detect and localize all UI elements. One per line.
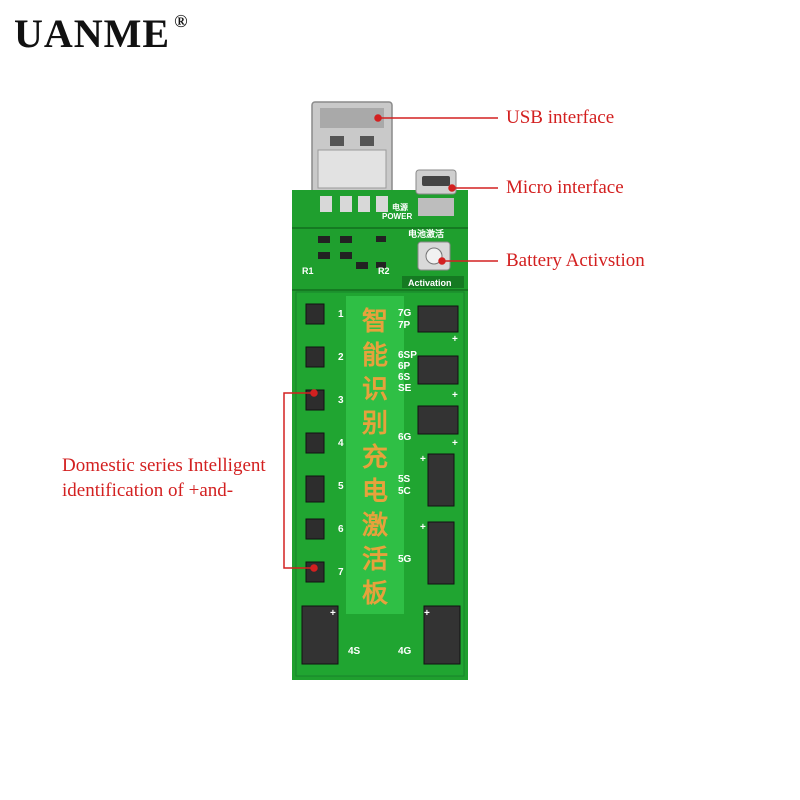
label-6sp: 6SP	[398, 350, 417, 361]
center-char: 充	[362, 442, 388, 473]
center-label-stripe	[346, 296, 404, 614]
label-4s: 4S	[348, 646, 361, 657]
power-label-cn: 电源	[392, 202, 408, 212]
label-5c: 5C	[398, 486, 411, 497]
label-7g: 7G	[398, 308, 412, 319]
callout-domestic-series: Domestic series Intelligent identificati…	[62, 454, 266, 503]
callout-leader-lines	[283, 114, 498, 572]
power-label: POWER	[382, 212, 412, 221]
battery-activation-button[interactable]	[417, 241, 451, 271]
left-connector	[305, 518, 325, 540]
callout-domestic-line1: Domestic series Intelligent	[62, 455, 266, 476]
plus-mark: +	[424, 608, 430, 619]
plus-mark: +	[330, 608, 336, 619]
plus-mark: +	[420, 454, 426, 465]
label-5s: 5S	[398, 474, 411, 485]
label-7p: 7P	[398, 320, 411, 331]
plus-mark: +	[452, 390, 458, 401]
usb-plug	[311, 101, 393, 195]
left-connector-number: 1	[338, 309, 344, 320]
r1-label: R1	[302, 266, 314, 276]
plus-mark: +	[452, 334, 458, 345]
label-6p: 6P	[398, 361, 411, 372]
center-char: 别	[361, 409, 388, 439]
left-connector	[305, 432, 325, 454]
center-char: 激	[362, 510, 388, 541]
left-connector-number: 4	[338, 438, 344, 449]
callout-usb-interface: USB interface	[506, 107, 615, 128]
center-char: 电	[362, 477, 388, 507]
left-connector-number: 7	[338, 567, 344, 578]
activation-label: Activation	[408, 278, 452, 288]
left-connector-number: 6	[338, 524, 344, 535]
label-6s: 6S	[398, 372, 411, 383]
center-char: 活	[362, 545, 388, 575]
smd-components	[318, 236, 386, 269]
left-connector-number: 3	[338, 395, 344, 406]
left-connector	[305, 303, 325, 325]
left-connector	[305, 475, 325, 503]
activation-label-cn: 电池激活	[408, 228, 444, 239]
left-connectors: 1 2 3 4 5 6 7	[305, 303, 344, 583]
callout-domestic-line2: identification of +and-	[62, 479, 234, 501]
left-connector-number: 2	[338, 352, 344, 363]
registered-mark: ®	[174, 11, 189, 31]
brand-name: UANME	[14, 11, 171, 56]
label-6g: 6G	[398, 432, 412, 443]
usb-solder-pads	[320, 196, 388, 212]
right-connectors	[301, 305, 461, 665]
label-5g: 5G	[398, 554, 412, 565]
center-char: 板	[362, 579, 388, 609]
micro-usb-port	[415, 169, 457, 216]
plus-mark: +	[452, 438, 458, 449]
left-connector	[305, 346, 325, 368]
right-connector-labels: 7G 7P 6SP 6P 6S SE 6G 5S 5C 5G 4S 4G + +…	[330, 308, 458, 657]
plus-mark: +	[420, 522, 426, 533]
callout-battery-activation: Battery Activstion	[506, 250, 645, 271]
center-char: 识	[362, 375, 388, 405]
label-4g: 4G	[398, 646, 412, 657]
left-connector-number: 5	[338, 481, 344, 492]
center-char: 能	[362, 340, 388, 371]
brand-logo: UANME®	[14, 11, 189, 56]
r2-label: R2	[378, 266, 390, 276]
label-se: SE	[398, 383, 412, 394]
center-char: 智	[362, 307, 388, 337]
callout-micro-interface: Micro interface	[506, 177, 624, 198]
